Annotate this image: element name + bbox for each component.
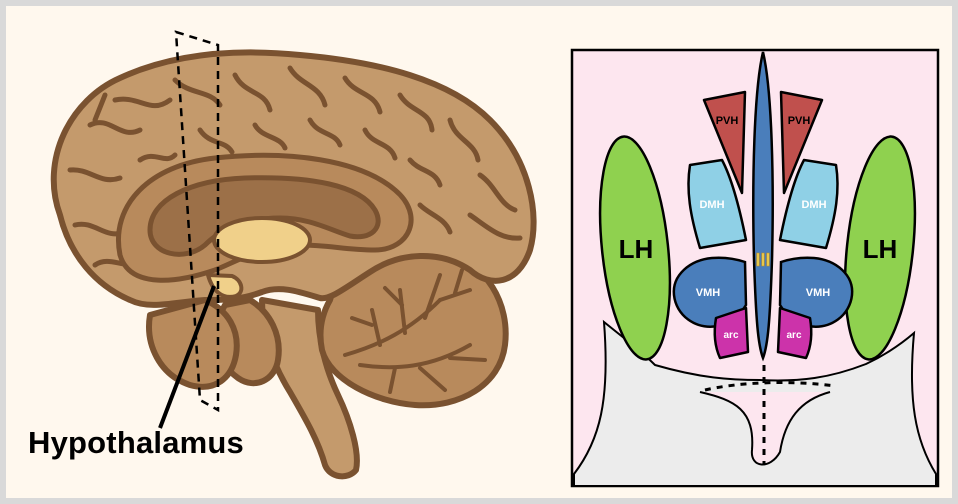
- dmh-right-label: DMH: [801, 199, 826, 211]
- pvh-right-label: PVH: [788, 115, 811, 127]
- arc-left-label: arc: [723, 330, 738, 341]
- dmh-left-label: DMH: [699, 199, 724, 211]
- third-ventricle-label: III: [755, 250, 770, 270]
- arc-right-label: arc: [786, 330, 801, 341]
- coronal-section-panel: LH LH PVH PVH DMH DMH VMH VMH arc arc II…: [572, 50, 938, 486]
- brain-illustration: [54, 32, 534, 476]
- thalamus: [214, 218, 310, 262]
- lh-right-label: LH: [863, 234, 898, 264]
- lh-left-label: LH: [619, 234, 654, 264]
- pvh-left-label: PVH: [716, 115, 739, 127]
- hypothalamus-label: Hypothalamus: [28, 425, 244, 461]
- vmh-left-label: VMH: [696, 287, 721, 299]
- vmh-right-label: VMH: [806, 287, 831, 299]
- third-ventricle: [753, 52, 772, 358]
